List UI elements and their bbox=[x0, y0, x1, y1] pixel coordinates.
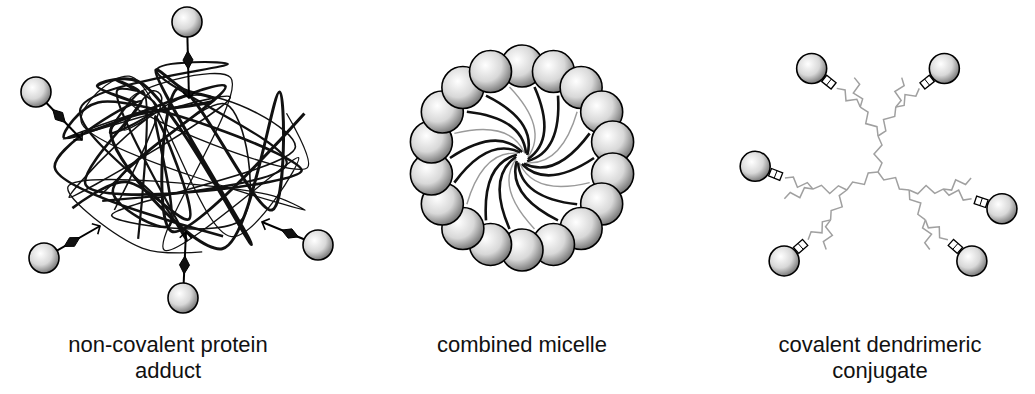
dendrimer-branch bbox=[847, 172, 878, 190]
dendrimer-branch bbox=[837, 88, 861, 107]
caption: non-covalent protein adduct bbox=[43, 332, 293, 384]
micelle-tail bbox=[454, 148, 520, 182]
dendrimer-branch bbox=[943, 189, 971, 200]
protein-adduct bbox=[21, 7, 333, 313]
micelle-tail bbox=[454, 129, 524, 152]
linker-fork bbox=[74, 132, 83, 140]
protein-chain bbox=[80, 62, 287, 240]
dendrimer-branch bbox=[909, 186, 943, 194]
sphere bbox=[168, 283, 198, 313]
sphere bbox=[303, 230, 333, 260]
sphere bbox=[769, 246, 799, 276]
dendrimer-branch bbox=[878, 107, 896, 136]
dendrimer-branch bbox=[853, 78, 862, 107]
linker-diamond bbox=[183, 51, 193, 69]
sphere bbox=[987, 194, 1017, 224]
dendrimer-branch bbox=[813, 185, 847, 193]
sphere bbox=[929, 53, 959, 83]
dendrimer-branch bbox=[874, 136, 882, 172]
caption: combined micelle bbox=[397, 332, 647, 358]
linker-ring bbox=[826, 79, 831, 85]
dendrimer-branch bbox=[823, 220, 832, 250]
micelle-tail bbox=[500, 157, 517, 229]
linker-diamond bbox=[180, 256, 190, 274]
linker-ring bbox=[980, 198, 983, 206]
micelle-tail bbox=[524, 133, 590, 167]
micelle-tail bbox=[528, 87, 545, 159]
protein-chain bbox=[63, 91, 295, 229]
micelle-tail bbox=[486, 96, 529, 156]
dendrimer-branch bbox=[896, 88, 920, 107]
caption: covalent dendrimeric conjugate bbox=[755, 332, 1005, 384]
dendrimer-branch bbox=[860, 107, 878, 136]
dendrimer-branch bbox=[785, 177, 813, 189]
sphere bbox=[29, 243, 59, 273]
sphere bbox=[740, 151, 770, 181]
sphere bbox=[797, 53, 827, 83]
linker-fork bbox=[262, 219, 270, 230]
linker-ring bbox=[953, 243, 958, 249]
dendrimer-branch bbox=[831, 190, 847, 220]
linker-ring bbox=[925, 79, 930, 85]
micelle bbox=[410, 45, 633, 271]
micelle-head bbox=[470, 51, 512, 93]
micelle-tail bbox=[509, 159, 535, 229]
linker-diamond bbox=[282, 229, 299, 238]
micelle-tail bbox=[486, 155, 517, 221]
sphere bbox=[957, 246, 987, 276]
micelle-tail bbox=[509, 87, 535, 157]
dendrimer bbox=[740, 53, 1017, 275]
linker-ring bbox=[798, 243, 803, 249]
micelle-tail bbox=[515, 161, 558, 221]
dendrimer-branch bbox=[923, 220, 932, 250]
sphere bbox=[21, 77, 51, 107]
linker-ring bbox=[774, 171, 777, 178]
linker-fork bbox=[183, 92, 195, 98]
linker-diamond bbox=[53, 110, 65, 123]
dendrimer-branch bbox=[895, 78, 904, 107]
micelle-tail bbox=[450, 141, 522, 158]
dendrimer-branch bbox=[943, 178, 971, 190]
dendrimer-branch bbox=[808, 220, 830, 240]
dendrimer-branch bbox=[784, 188, 812, 199]
linker-fork bbox=[180, 232, 192, 238]
dendrimer-branch bbox=[909, 190, 925, 220]
dendrimer-branch bbox=[878, 172, 909, 190]
linker-fork bbox=[92, 224, 100, 234]
linker-cylinder bbox=[974, 196, 988, 207]
linker-cylinder bbox=[769, 168, 783, 180]
linker-diamond bbox=[64, 238, 80, 247]
micelle-tail bbox=[527, 96, 558, 162]
sphere bbox=[172, 7, 202, 37]
